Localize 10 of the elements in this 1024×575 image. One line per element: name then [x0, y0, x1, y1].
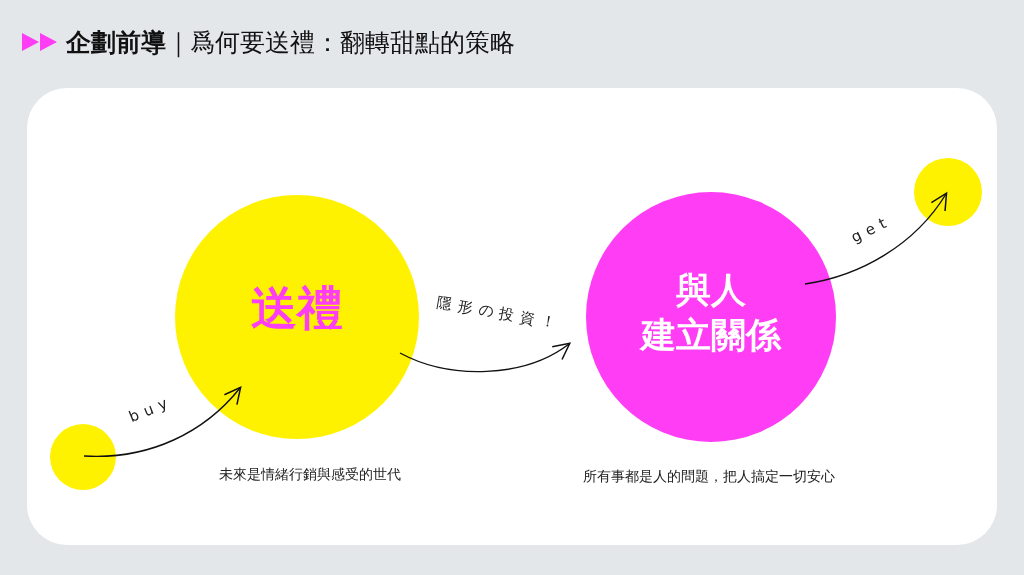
edge-label: buy	[126, 392, 176, 426]
arrow	[399, 342, 571, 373]
page-title: 企劃前導｜爲何要送禮：翻轉甜點的策略	[66, 27, 515, 59]
node-label: 與人建立關係	[638, 268, 783, 357]
node-caption: 未來是情緒行銷與感受的世代	[219, 466, 401, 484]
node-caption: 所有事都是人的問題，把人搞定一切安心	[583, 468, 835, 486]
node-label: 送禮	[250, 280, 344, 338]
edge-label: 隱形の投資！	[435, 293, 563, 334]
arrow	[83, 386, 242, 458]
arrow	[804, 192, 948, 285]
